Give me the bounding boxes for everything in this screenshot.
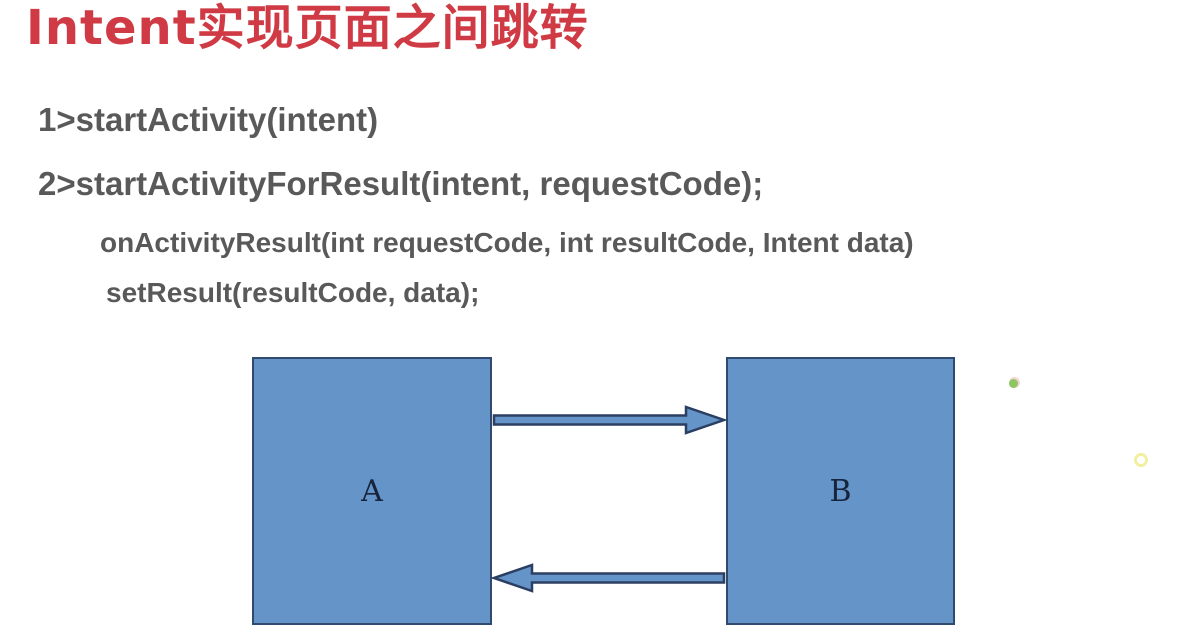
slide-title: Intent实现页面之间跳转	[26, 0, 589, 56]
activity-a-label: A	[361, 473, 383, 509]
arrow-right-icon	[492, 405, 728, 435]
activity-b-label: B	[829, 473, 852, 509]
code-line-onactivityresult: onActivityResult(int requestCode, int re…	[100, 227, 914, 258]
yellow-ring-artifact	[1134, 453, 1148, 467]
code-line-startactivity: 1>startActivity(intent)	[38, 101, 379, 138]
arrow-left-icon	[490, 563, 726, 593]
activity-a-box: A	[252, 357, 492, 625]
code-line-setresult: setResult(resultCode, data);	[106, 277, 480, 308]
green-dot-artifact	[1009, 379, 1018, 388]
activity-b-box: B	[726, 357, 955, 625]
code-line-startactivityforresult: 2>startActivityForResult(intent, request…	[38, 165, 764, 202]
